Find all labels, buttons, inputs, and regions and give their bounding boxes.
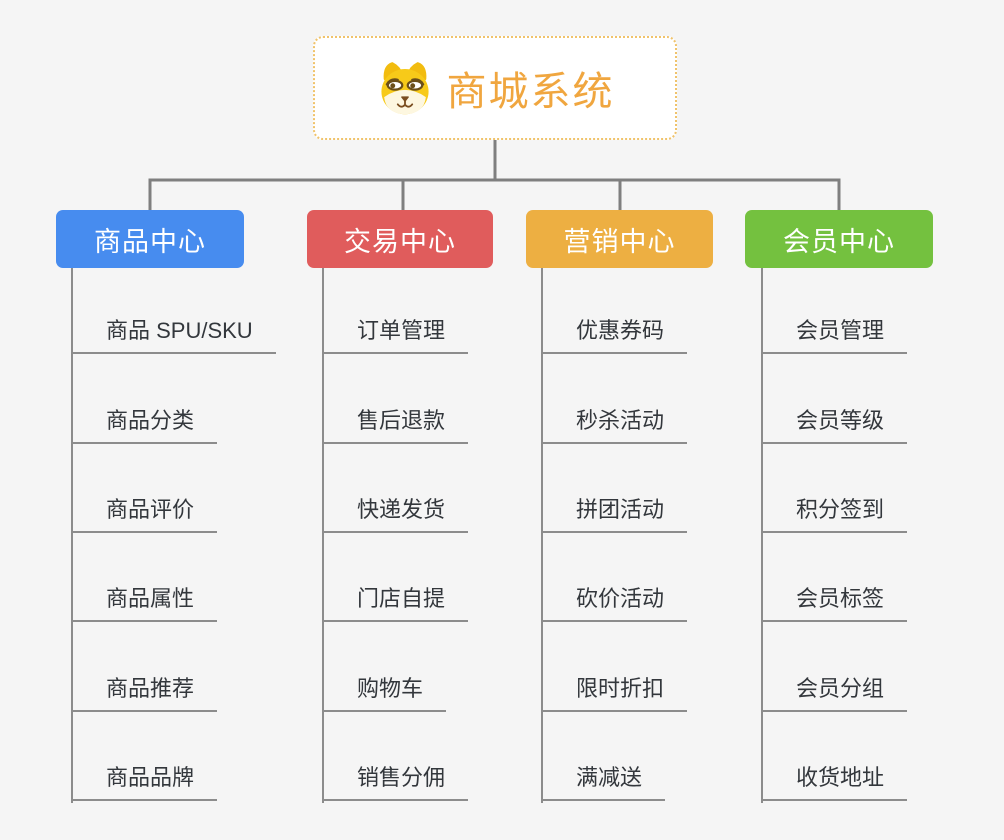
leaf-node[interactable]: 商品品牌 — [72, 763, 218, 801]
leaf-node[interactable]: 商品属性 — [72, 584, 218, 622]
column-spine — [71, 268, 73, 803]
leaf-node[interactable]: 会员管理 — [762, 316, 908, 354]
branch-label: 交易中心 — [344, 226, 456, 257]
branch-label: 营销中心 — [563, 226, 676, 257]
branch-node-trade-center[interactable]: 交易中心 — [307, 210, 493, 268]
leaf-node[interactable]: 会员等级 — [762, 406, 908, 444]
branch-node-marketing-center[interactable]: 营销中心 — [526, 210, 713, 268]
column-spine — [761, 268, 763, 803]
leaf-node[interactable]: 售后退款 — [323, 406, 469, 444]
leaf-node[interactable]: 拼团活动 — [542, 495, 688, 533]
leaf-node[interactable]: 积分签到 — [762, 495, 908, 533]
branch-node-product-center[interactable]: 商品中心 — [56, 210, 244, 268]
branch-label: 会员中心 — [783, 226, 895, 257]
root-node-mall-system[interactable]: 商城系统 — [313, 36, 677, 140]
leaf-node[interactable]: 限时折扣 — [542, 674, 688, 712]
column-spine — [541, 268, 543, 803]
leaf-node[interactable]: 商品评价 — [72, 495, 218, 533]
leaf-node[interactable]: 会员分组 — [762, 674, 908, 712]
leaf-node[interactable]: 订单管理 — [323, 316, 469, 354]
branch-node-member-center[interactable]: 会员中心 — [745, 210, 933, 268]
leaf-node[interactable]: 满减送 — [542, 763, 666, 801]
column-spine — [322, 268, 324, 803]
leaf-node[interactable]: 优惠券码 — [542, 316, 688, 354]
leaf-node[interactable]: 会员标签 — [762, 584, 908, 622]
leaf-node[interactable]: 砍价活动 — [542, 584, 688, 622]
shiba-dog-icon — [380, 62, 429, 115]
leaf-node[interactable]: 快递发货 — [323, 495, 469, 533]
leaf-node[interactable]: 商品推荐 — [72, 674, 218, 712]
branch-label: 商品中心 — [94, 226, 206, 257]
leaf-node[interactable]: 商品 SPU/SKU — [72, 316, 276, 354]
root-title: 商城系统 — [446, 70, 615, 114]
leaf-node[interactable]: 秒杀活动 — [542, 406, 688, 444]
leaf-node[interactable]: 收货地址 — [762, 763, 908, 801]
leaf-node[interactable]: 商品分类 — [72, 406, 218, 444]
leaf-node[interactable]: 门店自提 — [323, 584, 469, 622]
leaf-node[interactable]: 销售分佣 — [323, 763, 469, 801]
leaf-node[interactable]: 购物车 — [323, 674, 447, 712]
